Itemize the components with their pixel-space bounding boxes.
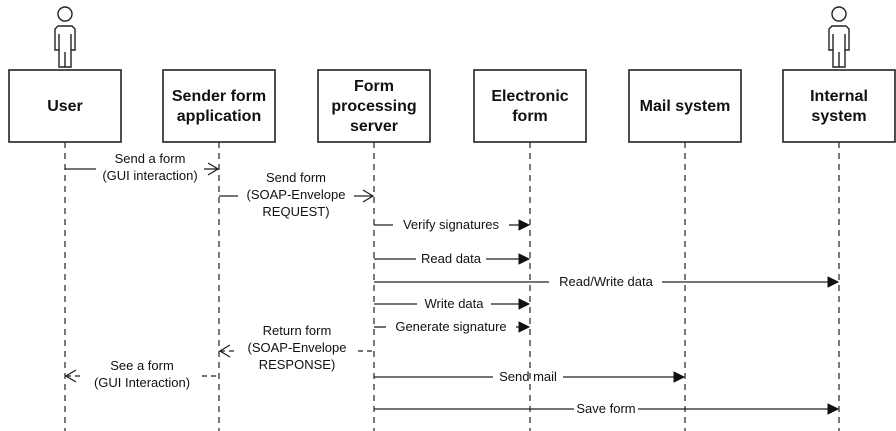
message-arrow: Send a form (GUI interaction)	[65, 151, 220, 183]
participant-box	[473, 69, 587, 143]
participant-box	[162, 69, 276, 143]
messages: Send a form (GUI interaction) Send form (SO…	[64, 151, 840, 416]
participant-label: system	[811, 108, 866, 125]
participant-box	[628, 69, 742, 143]
arrowhead-open	[362, 189, 375, 203]
message-label: Write data	[424, 296, 484, 311]
participant-box	[317, 69, 431, 143]
arrowhead-open	[64, 369, 77, 383]
participant-label: server	[350, 118, 398, 135]
arrowhead-open	[207, 162, 220, 176]
arrowhead-filled	[518, 219, 531, 231]
message-label: Save form	[576, 401, 635, 416]
message-label: Send a form	[115, 151, 186, 166]
arrowhead-filled	[827, 276, 840, 288]
message-arrow: Generate signature	[374, 319, 531, 334]
arrowhead-filled	[827, 403, 840, 415]
arrowhead-open	[218, 344, 231, 358]
message-label: Read/Write data	[559, 274, 653, 289]
message-label: REQUEST)	[262, 204, 329, 219]
message-arrow: Save form	[374, 401, 840, 416]
message-label: (GUI Interaction)	[94, 375, 190, 390]
participant-box	[782, 69, 896, 143]
participant-label: Form	[354, 78, 394, 95]
message-label: (GUI interaction)	[102, 168, 197, 183]
participant-label: Sender form	[172, 88, 266, 105]
actors	[54, 6, 850, 68]
participant-label: form	[512, 108, 548, 125]
arrowhead-filled	[518, 321, 531, 333]
message-label: Send form	[266, 170, 326, 185]
participant-label: application	[177, 108, 261, 125]
participant-mail: Mail system	[628, 69, 742, 143]
arrowhead-filled	[518, 298, 531, 310]
arrowhead-filled	[518, 253, 531, 265]
message-arrow: Write data	[374, 296, 531, 311]
participant-eform: Electronic form	[473, 69, 587, 143]
message-label: See a form	[110, 358, 174, 373]
participant-box	[8, 69, 122, 143]
message-label: (SOAP-Envelope	[248, 340, 347, 355]
message-label: Return form	[263, 323, 332, 338]
message-arrow: Send mail	[374, 369, 686, 384]
participant-label: User	[47, 98, 83, 115]
participant-sender: Sender form application	[162, 69, 276, 143]
lifelines	[64, 142, 840, 431]
message-arrow: See a form (GUI Interaction)	[64, 358, 219, 390]
actor-icon	[54, 6, 76, 68]
participant-fps: Form processing server	[317, 69, 431, 143]
participant-user: User	[8, 69, 122, 143]
participant-label: Internal	[810, 88, 868, 105]
message-label: Send mail	[499, 369, 557, 384]
actor-icon	[828, 6, 850, 68]
message-label: (SOAP-Envelope	[247, 187, 346, 202]
participant-label: processing	[331, 98, 416, 115]
message-label: RESPONSE)	[259, 357, 336, 372]
participant-label: Electronic	[491, 88, 568, 105]
message-label: Verify signatures	[403, 217, 500, 232]
message-arrow: Read data	[374, 251, 531, 266]
participant-label: Mail system	[640, 98, 731, 115]
message-label: Generate signature	[395, 319, 506, 334]
message-label: Read data	[421, 251, 482, 266]
participants: User Sender form application Form processing…	[8, 69, 896, 143]
message-arrow: Verify signatures	[374, 217, 531, 232]
message-arrow: Read/Write data	[374, 274, 840, 289]
arrowhead-filled	[673, 371, 686, 383]
participant-internal: Internal system	[782, 69, 896, 143]
